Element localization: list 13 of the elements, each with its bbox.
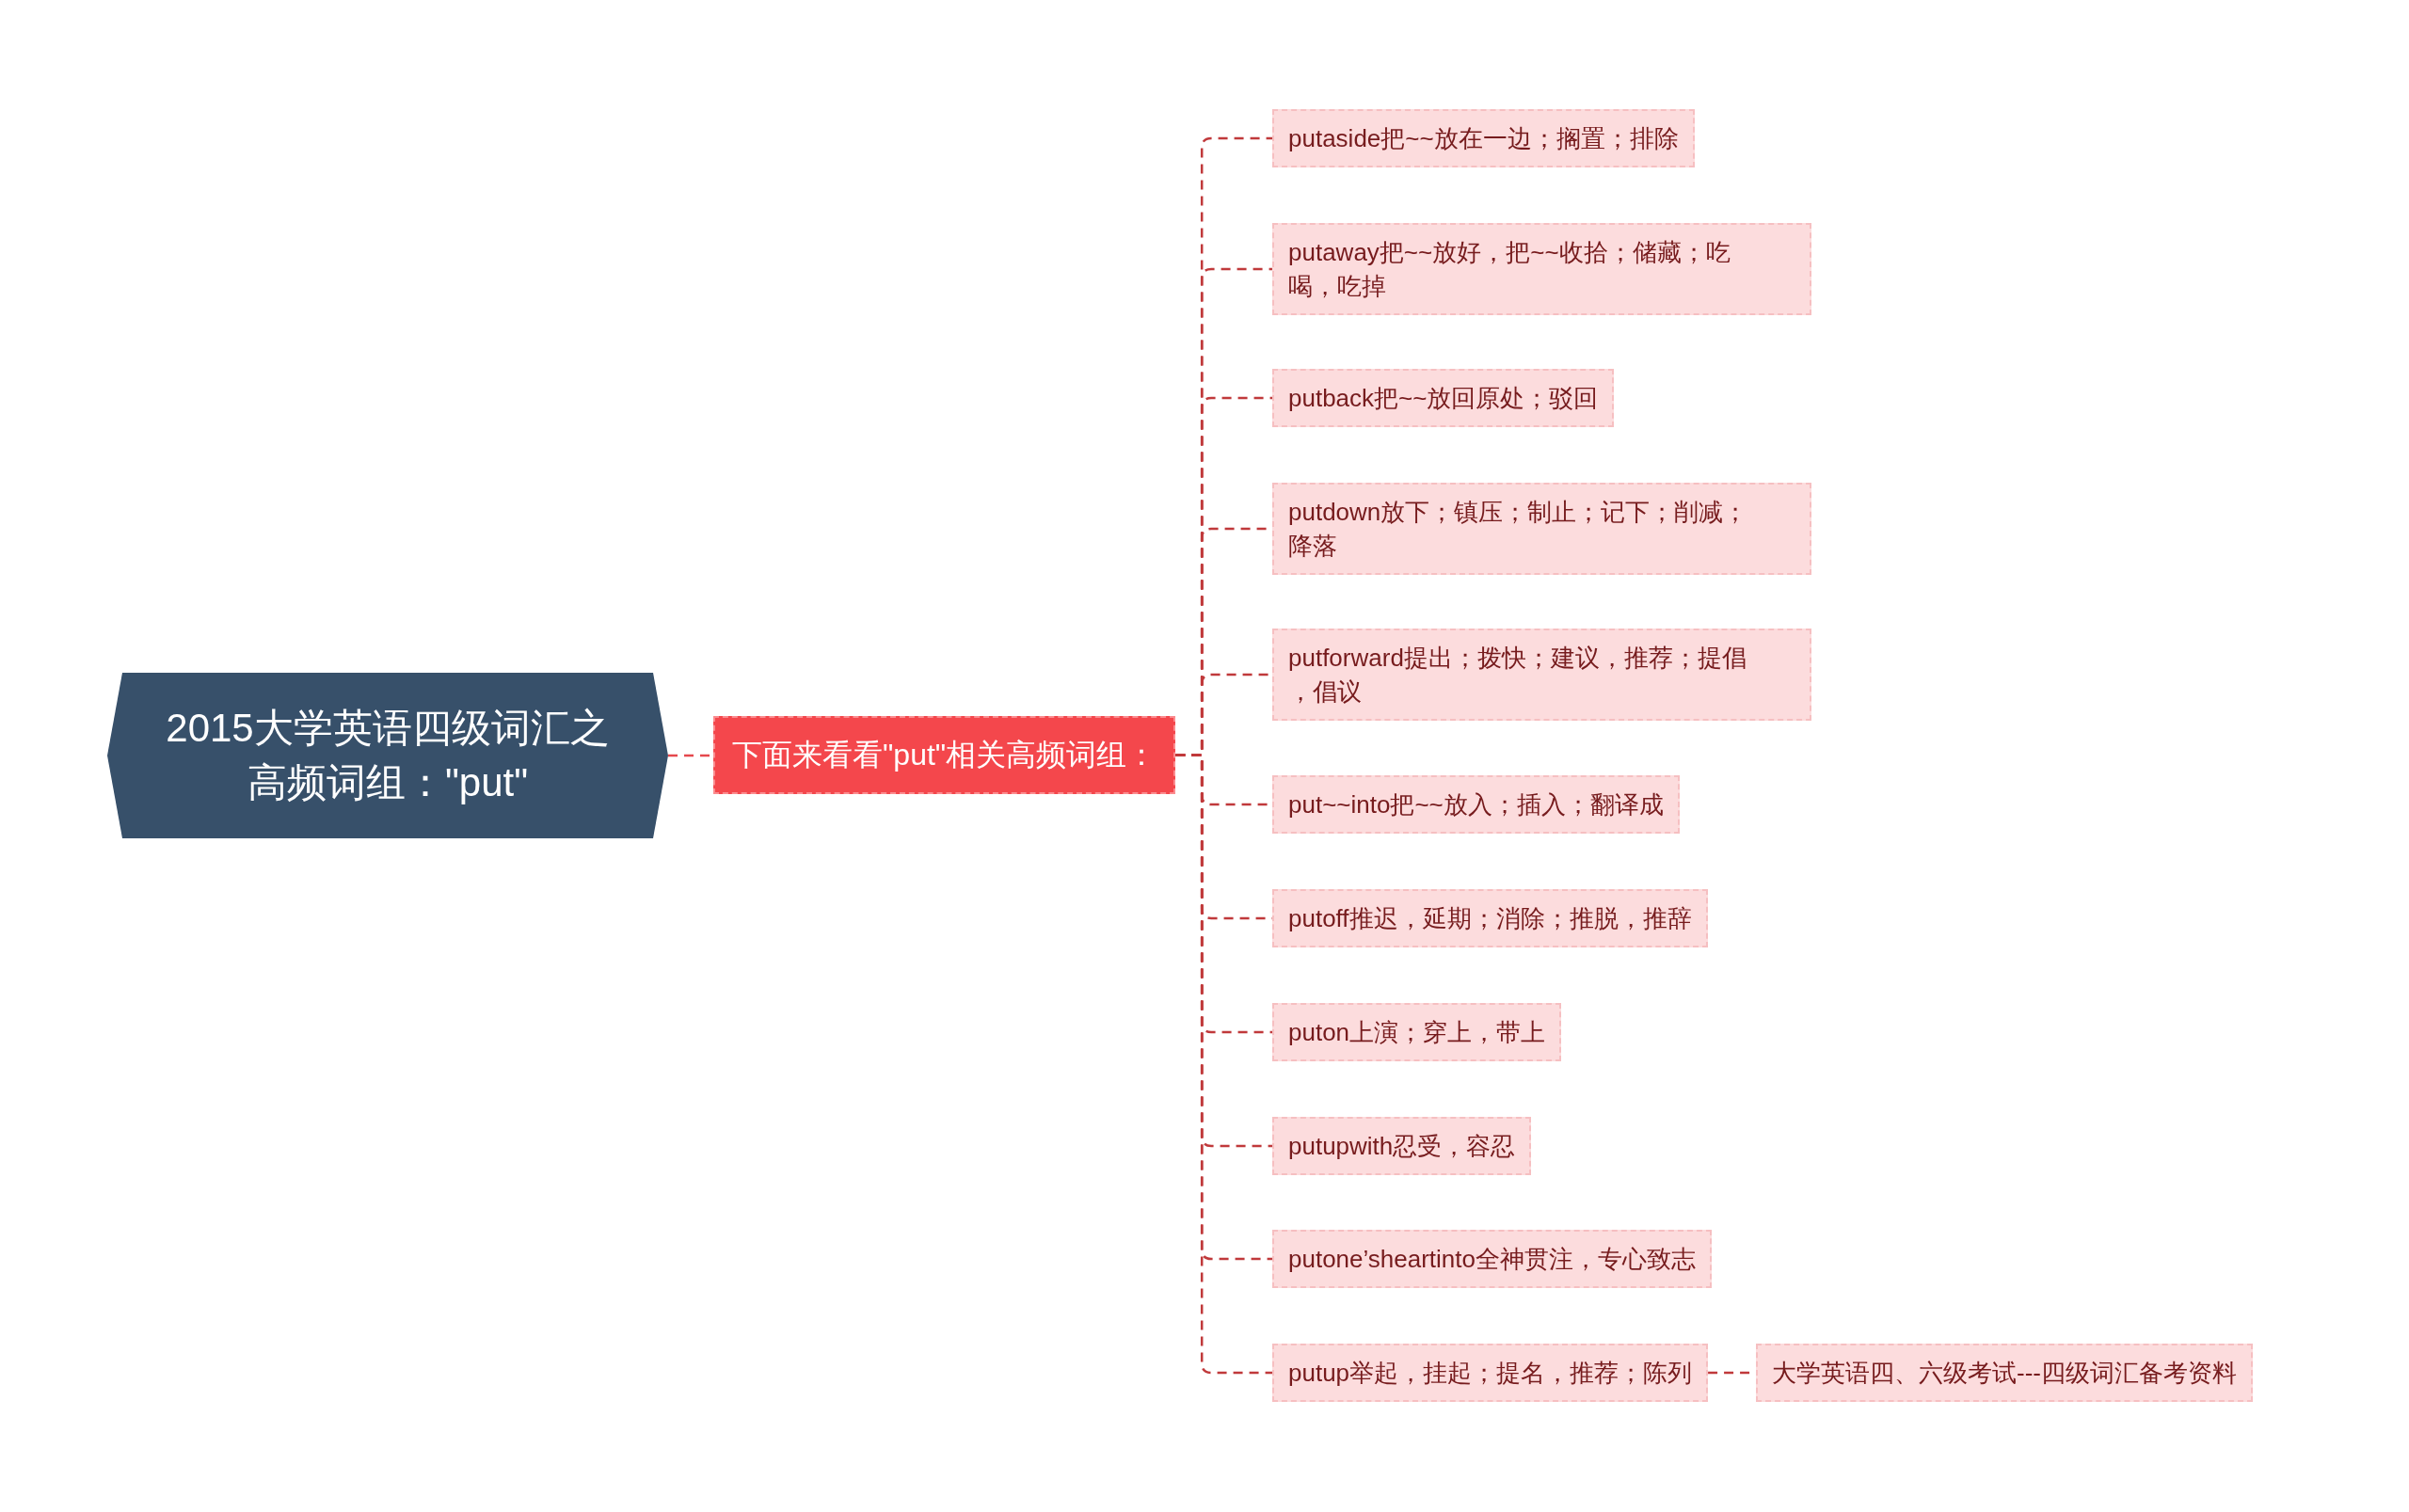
branch-box: 下面来看看"put"相关高频词组： [713, 716, 1176, 794]
leaf-box: putback把~~放回原处；驳回 [1272, 369, 1615, 427]
leaf-box: putaway把~~放好，把~~收拾；储藏；吃喝，吃掉 [1272, 223, 1811, 315]
leaf-box: putoff推迟，延期；消除；推脱，推辞 [1272, 889, 1708, 947]
leaf-box: putaside把~~放在一边；搁置；排除 [1272, 109, 1695, 167]
leaf-box: putone’sheartinto全神贯注，专心致志 [1272, 1230, 1712, 1288]
leaf-box: putup举起，挂起；提名，推荐；陈列 [1272, 1344, 1709, 1402]
leaf-box: puton上演；穿上，带上 [1272, 1003, 1562, 1061]
leaf-box: putdown放下；镇压；制止；记下；削减；降落 [1272, 483, 1811, 575]
leaf-box: 大学英语四、六级考试---四级词汇备考资料 [1756, 1344, 2253, 1402]
leaf-box: put~~into把~~放入；插入；翻译成 [1272, 775, 1680, 834]
leaf-box: putupwith忍受，容忍 [1272, 1117, 1532, 1175]
leaf-box: putforward提出；拨快；建议，推荐；提倡，倡议 [1272, 629, 1811, 721]
